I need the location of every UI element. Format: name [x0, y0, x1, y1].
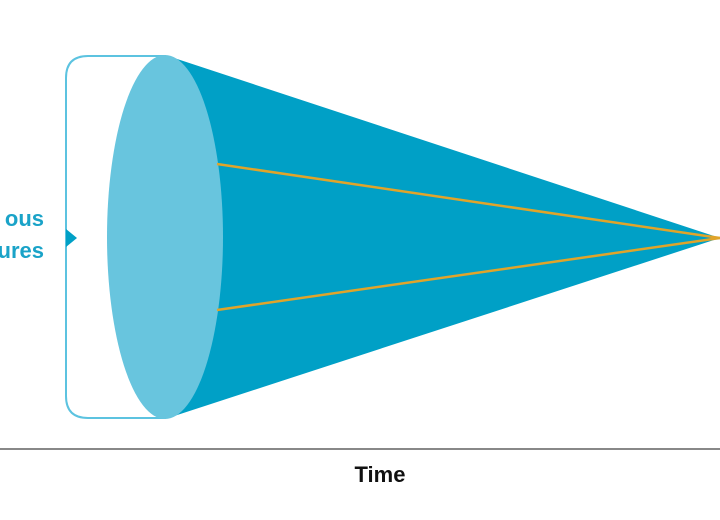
inner-line-upper — [216, 162, 720, 240]
left-label-line2: ures — [0, 238, 44, 263]
axis-label-time: Time — [354, 462, 406, 487]
arrow-right-icon — [66, 229, 77, 247]
left-label-line1: ous — [4, 206, 44, 231]
inner-line-lower — [216, 236, 720, 312]
left-label: ous ures — [0, 203, 44, 267]
cone-base-ellipse — [107, 55, 223, 419]
cone-body — [165, 55, 720, 419]
